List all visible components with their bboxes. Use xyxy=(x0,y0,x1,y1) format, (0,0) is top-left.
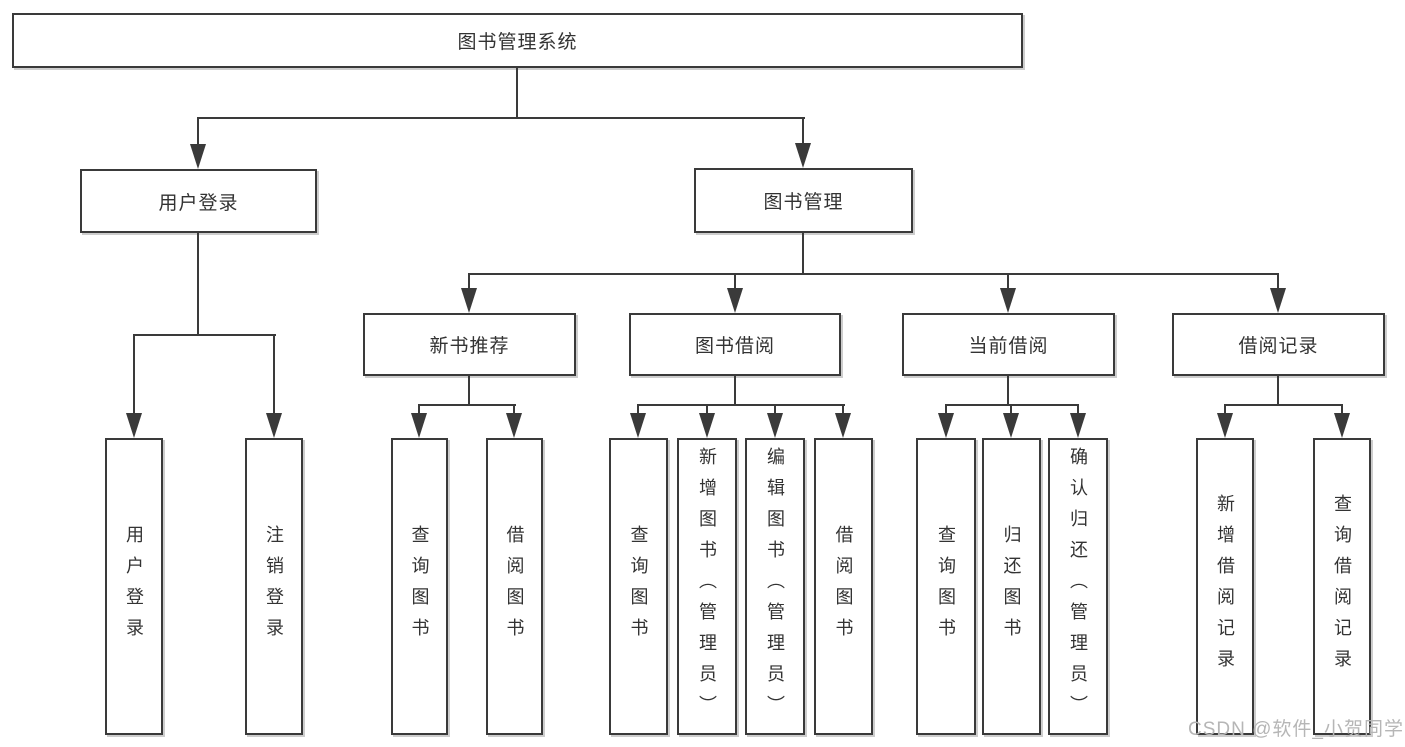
node-current-borrowing: 当前借阅 xyxy=(902,313,1115,376)
leaf-label: 注销登录 xyxy=(264,524,284,649)
leaf-label: 归还图书 xyxy=(1001,524,1022,649)
csdn-watermark: CSDN @软件_小贺同学 xyxy=(1188,719,1404,740)
connector-branch xyxy=(1224,404,1343,406)
connector-level1-branch xyxy=(197,117,805,119)
connector-stem xyxy=(1007,376,1009,406)
connector-book-mgmt-stem xyxy=(802,233,804,275)
node-label: 图书借阅 xyxy=(694,336,775,357)
leaf-label: 查询借阅记录 xyxy=(1332,493,1352,680)
arrowhead xyxy=(699,413,715,438)
leaf-borrow-books: 借阅图书 xyxy=(814,438,873,735)
node-label: 借阅记录 xyxy=(1238,336,1319,357)
connector-to-leaf xyxy=(133,334,135,424)
connector-user-login-branch xyxy=(133,334,276,336)
leaf-edit-books-admin: 编辑图书（管理员） xyxy=(745,438,805,735)
leaf-label: 新增图书（管理员） xyxy=(697,447,717,726)
connector-user-login-stem xyxy=(197,233,199,336)
connector-level2-branch xyxy=(468,273,1279,275)
arrowhead xyxy=(1000,288,1016,313)
node-new-book-recommend: 新书推荐 xyxy=(363,313,576,376)
connector-root-stem xyxy=(516,68,518,118)
connector-to-leaf xyxy=(273,334,275,424)
node-label: 当前借阅 xyxy=(968,336,1049,357)
leaf-search-books-recommend: 查询图书 xyxy=(391,438,448,735)
leaf-label: 借阅图书 xyxy=(833,524,854,649)
arrowhead xyxy=(1334,413,1350,438)
arrowhead xyxy=(461,288,477,313)
leaf-logout: 注销登录 xyxy=(245,438,303,735)
connector-to-book-management xyxy=(802,117,804,159)
leaf-label: 查询图书 xyxy=(628,524,649,649)
node-book-borrowing: 图书借阅 xyxy=(629,313,841,376)
node-label: 用户登录 xyxy=(158,192,239,214)
connector-to-user-login xyxy=(197,117,199,159)
node-label: 新书推荐 xyxy=(429,336,510,357)
leaf-add-borrow-record: 新增借阅记录 xyxy=(1196,438,1254,735)
arrowhead xyxy=(767,413,783,438)
leaf-label: 借阅图书 xyxy=(504,524,525,649)
arrowhead xyxy=(1003,413,1019,438)
leaf-label: 确认归还（管理员） xyxy=(1068,447,1088,726)
leaf-return-books: 归还图书 xyxy=(982,438,1041,735)
leaf-search-borrow-record: 查询借阅记录 xyxy=(1313,438,1371,735)
connector-branch xyxy=(418,404,516,406)
connector-stem xyxy=(1277,376,1279,406)
leaf-user-login: 用户登录 xyxy=(105,438,163,735)
connector-branch xyxy=(945,404,1079,406)
node-user-login: 用户登录 xyxy=(80,169,317,233)
arrowhead xyxy=(506,413,522,438)
arrowhead xyxy=(1070,413,1086,438)
arrowhead xyxy=(126,413,142,438)
leaf-label: 编辑图书（管理员） xyxy=(765,447,785,726)
arrowhead xyxy=(630,413,646,438)
leaf-label: 查询图书 xyxy=(409,524,430,649)
leaf-borrow-books-recommend: 借阅图书 xyxy=(486,438,543,735)
leaf-add-books-admin: 新增图书（管理员） xyxy=(677,438,737,735)
leaf-search-books-borrow: 查询图书 xyxy=(609,438,668,735)
arrowhead xyxy=(795,143,811,168)
arrowhead xyxy=(266,413,282,438)
leaf-label: 查询图书 xyxy=(936,524,956,649)
arrowhead xyxy=(411,413,427,438)
leaf-label: 用户登录 xyxy=(124,524,144,649)
connector-stem xyxy=(734,376,736,406)
node-book-management: 图书管理 xyxy=(694,168,913,233)
arrowhead xyxy=(727,288,743,313)
arrowhead xyxy=(835,413,851,438)
arrowhead xyxy=(1217,413,1233,438)
arrowhead xyxy=(190,144,206,169)
node-library-management-system: 图书管理系统 xyxy=(12,13,1023,68)
node-label: 图书管理 xyxy=(763,192,844,213)
connector-branch xyxy=(637,404,845,406)
leaf-search-books-current: 查询图书 xyxy=(916,438,976,735)
node-label: 图书管理系统 xyxy=(457,32,578,53)
connector-stem xyxy=(468,376,470,406)
leaf-label: 新增借阅记录 xyxy=(1215,493,1235,680)
leaf-confirm-return-admin: 确认归还（管理员） xyxy=(1048,438,1108,735)
node-borrowing-records: 借阅记录 xyxy=(1172,313,1385,376)
arrowhead xyxy=(1270,288,1286,313)
arrowhead xyxy=(938,413,954,438)
